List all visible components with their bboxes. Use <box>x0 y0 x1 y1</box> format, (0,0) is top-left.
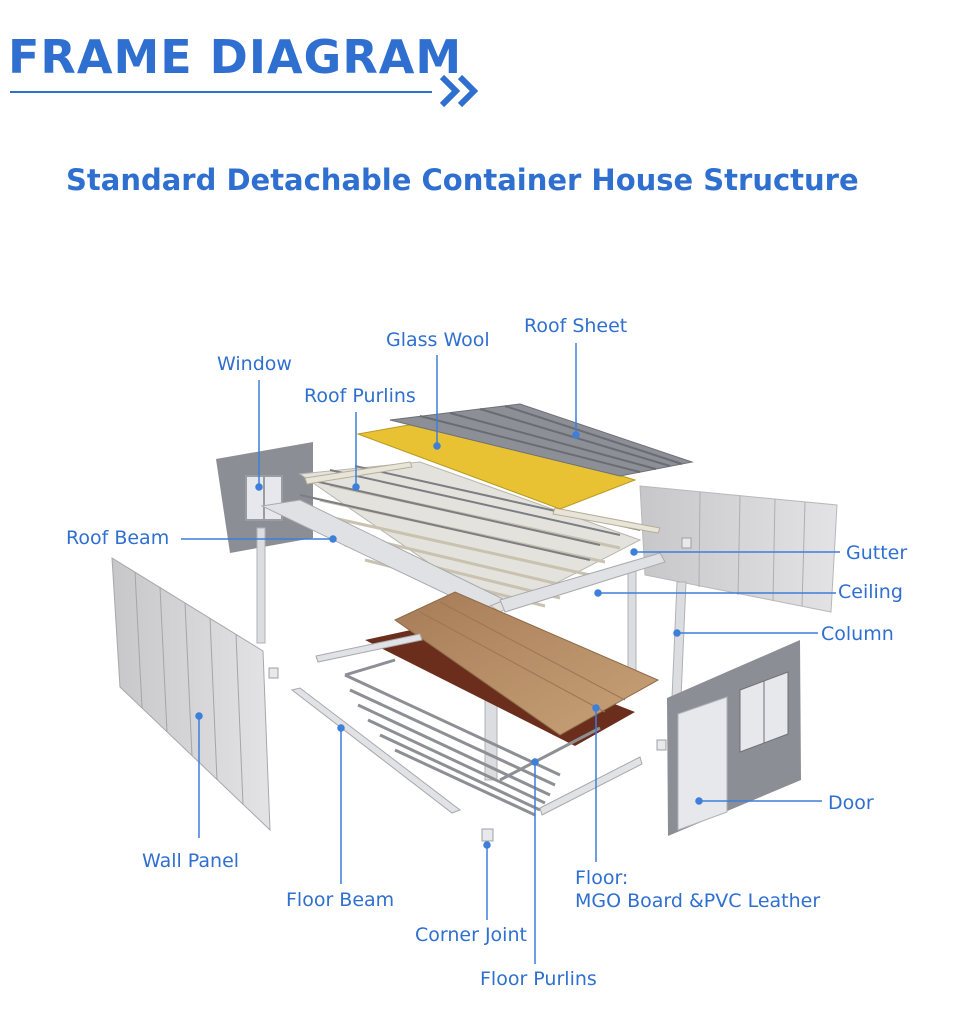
header-title: FRAME DIAGRAM <box>8 30 463 84</box>
floor-beams <box>290 633 643 816</box>
wall-panel-left <box>111 557 271 832</box>
label-wall-panel: Wall Panel <box>142 850 239 872</box>
label-roof-beam: Roof Beam <box>66 527 169 549</box>
label-floor-beam: Floor Beam <box>286 889 394 911</box>
label-glass-wool: Glass Wool <box>386 329 490 351</box>
floor-purlins <box>344 658 601 817</box>
left-wall-with-window <box>216 442 313 553</box>
double-chevron-right-icon <box>439 74 479 108</box>
label-ceiling: Ceiling <box>838 581 903 603</box>
corner-joints <box>268 537 692 842</box>
label-window: Window <box>217 353 292 375</box>
label-gutter: Gutter <box>846 542 907 564</box>
label-corner-joint: Corner Joint <box>415 924 527 946</box>
label-floor-purlins: Floor Purlins <box>480 968 597 990</box>
label-column: Column <box>821 623 894 645</box>
leader-lines <box>181 343 840 964</box>
header-underline <box>10 91 432 93</box>
right-back-wall <box>639 485 838 613</box>
door-wall-panel <box>667 640 801 836</box>
label-roof-sheet: Roof Sheet <box>524 315 627 337</box>
floor-layers <box>365 591 660 746</box>
label-roof-purlins: Roof Purlins <box>304 385 416 407</box>
diagram-subtitle: Standard Detachable Container House Stru… <box>66 163 859 197</box>
roof-sheet-layer <box>389 403 694 477</box>
label-floor-line1: Floor: <box>575 867 628 889</box>
roof-frame <box>260 461 666 613</box>
label-floor-line2: MGO Board &PVC Leather <box>575 890 820 912</box>
label-door: Door <box>828 792 874 814</box>
